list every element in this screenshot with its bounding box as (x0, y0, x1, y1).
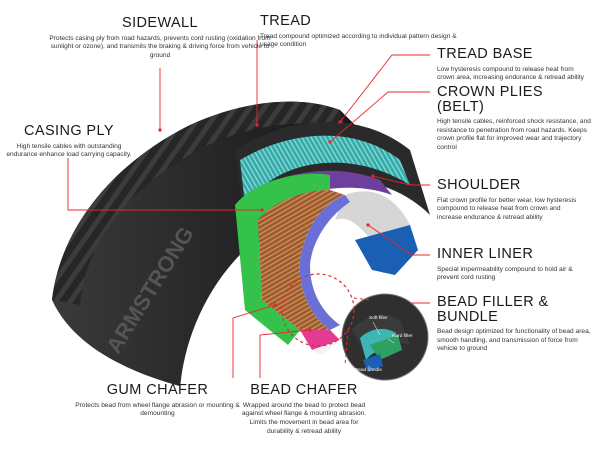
crown-plies-title: CROWN PLIES (BELT) (437, 84, 543, 115)
callout-bead-filler: BEAD FILLER & BUNDLE Bead design optimiz… (437, 295, 595, 354)
inset-label-bead-bundle: Bead bundle (355, 368, 382, 373)
callout-tread-base: TREAD BASE Low hysteresis compound to re… (437, 47, 587, 83)
section-casing-ply (258, 190, 345, 330)
gum-chafer-desc: Protects bead from wheel flange abrasion… (75, 401, 240, 418)
callout-tread: TREAD Tread compound optimized according… (260, 14, 460, 50)
inset-label-soft-filler: Soft filler (369, 316, 388, 321)
callout-crown-plies: CROWN PLIES (BELT) High tensile cables, … (437, 85, 592, 153)
callout-casing-ply: CASING PLY High tensile cables with outs… (4, 124, 134, 160)
callout-gum-chafer: GUM CHAFER Protects bead from wheel flan… (75, 383, 240, 419)
section-inner-liner (299, 195, 350, 330)
leader-casing-ply (67, 158, 262, 211)
shoulder-desc: Flat crown profile for better wear, low … (437, 196, 577, 221)
callout-shoulder: SHOULDER Flat crown profile for better w… (437, 178, 587, 223)
section-shoulder (235, 173, 330, 345)
crown-plies-desc: High tensile cables, reinforced shock re… (437, 118, 591, 152)
leader-gum-chafer (232, 304, 276, 378)
callout-inner-liner: INNER LINER Special impermeability compo… (437, 247, 587, 283)
callout-sidewall: SIDEWALL Protects casing ply from road h… (48, 16, 272, 61)
inset-connector-top (353, 297, 371, 301)
inset-source-circle (281, 273, 355, 347)
casing-ply-desc: High tensile cables with outstanding end… (6, 142, 132, 159)
gum-chafer-title: GUM CHAFER (106, 382, 209, 398)
sidewall-title: SIDEWALL (122, 15, 198, 31)
tread-base-desc: Low hysteresis compound to release heat … (437, 65, 584, 82)
section-crown-belt (240, 135, 410, 205)
section-gum-chafer (312, 340, 340, 355)
leader-lines (67, 40, 430, 378)
leader-crown-plies (329, 91, 430, 143)
inset-label-hard-filler: Hard filler (392, 334, 413, 339)
inset-hard-filler (370, 335, 402, 360)
bead-filler-title: BEAD FILLER & BUNDLE (437, 294, 549, 325)
bead-chafer-title: BEAD CHAFER (250, 382, 358, 398)
tread-title: TREAD (260, 13, 312, 29)
inset-bead-bundle (363, 354, 383, 372)
tread-desc: Tread compound optimized according to in… (260, 32, 457, 49)
leader-bead-chafer (259, 329, 311, 378)
leader-inner-liner (367, 224, 430, 256)
callout-bead-chafer: BEAD CHAFER Wrapped around the bead to p… (240, 383, 368, 436)
leader-dots (158, 120, 375, 332)
bead-chafer-desc: Wrapped around the bead to protect bead … (241, 401, 367, 435)
section-bead-chafer (300, 330, 340, 350)
section-bead (355, 225, 418, 275)
inset-label-lines (367, 321, 395, 370)
leader-tread-base (339, 54, 430, 123)
bead-filler-desc: Bead design optimized for functionality … (437, 328, 591, 353)
sidewall-desc: Protects casing ply from road hazards, p… (49, 34, 271, 59)
inner-liner-desc: Special impermeability compound to hold … (437, 265, 573, 282)
leader-shoulder (372, 175, 430, 186)
shoulder-title: SHOULDER (437, 177, 521, 193)
tread-band (52, 101, 345, 305)
tread-base-title: TREAD BASE (437, 46, 533, 62)
casing-ply-title: CASING PLY (24, 123, 114, 139)
inner-liner-title: INNER LINER (437, 246, 534, 262)
